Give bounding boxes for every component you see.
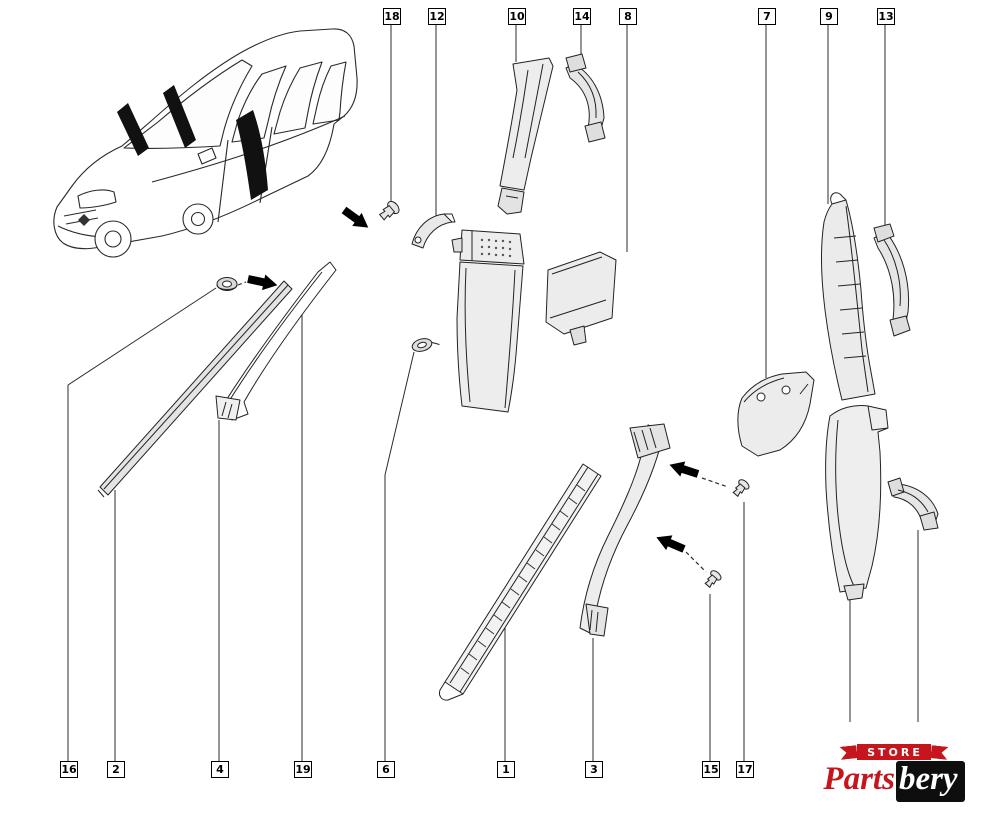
callout-14: 14 [573, 8, 591, 25]
arrow-icon [656, 535, 686, 553]
pillar-highlight-marks [117, 85, 268, 200]
arrow-icon [669, 461, 700, 478]
part-7-bracket-trim [737, 371, 815, 457]
part-9-c-pillar-upper-trim [820, 192, 876, 401]
callout-1: 1 [497, 761, 515, 778]
partsbery-logo: STORE Parts bery [796, 743, 992, 802]
part-15-clip [704, 570, 722, 589]
ribbon-tail-right-icon [930, 745, 948, 760]
callout-2: 2 [107, 761, 125, 778]
callout-9: 9 [820, 8, 838, 25]
store-ribbon: STORE [796, 743, 992, 760]
callout-13: 13 [877, 8, 895, 25]
arrow-icon [341, 206, 369, 228]
arrow-icon [247, 274, 278, 291]
part-6-clip [411, 338, 440, 352]
part-3-b-pillar-foot-trim [579, 423, 671, 637]
part-18-clip [378, 200, 400, 221]
side-mirror [197, 147, 217, 165]
renault-diamond-logo [78, 214, 90, 226]
b-pillar-lower-trim [451, 229, 525, 413]
callout-17: 17 [736, 761, 754, 778]
store-label: STORE [857, 743, 931, 760]
callout-15: 15 [702, 761, 720, 778]
part-2-a-pillar-strip [97, 280, 293, 498]
vehicle-illustration [53, 28, 358, 258]
callout-6: 6 [377, 761, 395, 778]
part-17-clip [732, 479, 750, 498]
callout-12: 12 [428, 8, 446, 25]
part-14-grab-handle [565, 53, 606, 143]
callout-7: 7 [758, 8, 776, 25]
c-pillar-lower-trim [825, 405, 889, 601]
ribbon-tail-left-icon [839, 745, 857, 760]
callout-18: 18 [383, 8, 401, 25]
part-1-sill-scuff-plate [439, 463, 602, 701]
callout-19: 19 [294, 761, 312, 778]
part-10-upper-b-pillar-trim [497, 57, 554, 215]
brand-bery-text: bery [895, 761, 965, 802]
callout-8: 8 [619, 8, 637, 25]
callout-3: 3 [585, 761, 603, 778]
leader-lines [67, 24, 919, 761]
part-12-bracket [411, 213, 456, 249]
callout-4: 4 [211, 761, 229, 778]
brand-wordmark: Parts bery [796, 761, 992, 802]
part-4-a-pillar-trim [215, 261, 337, 421]
rear-grab-handle [887, 477, 939, 531]
callout-10: 10 [508, 8, 526, 25]
part-8-trim-cover [545, 251, 617, 346]
brand-parts-text: Parts [823, 761, 895, 798]
assembly-arrows [237, 206, 729, 573]
part-13-grab-handle [873, 223, 911, 337]
part-16-grommet [216, 277, 238, 291]
callout-16: 16 [60, 761, 78, 778]
